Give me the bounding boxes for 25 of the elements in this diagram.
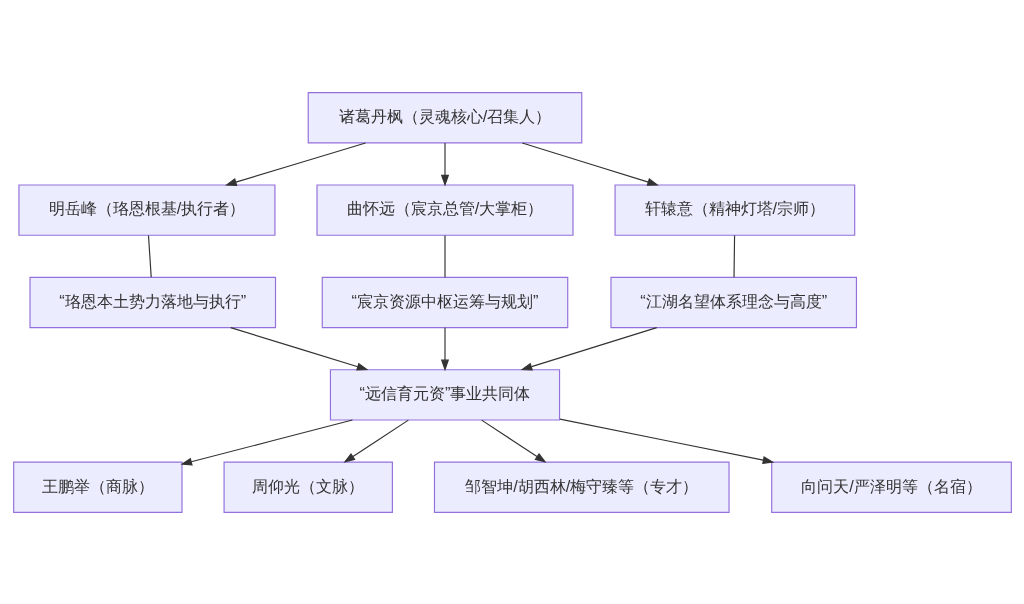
arrow [440,326,449,371]
node-box: “宸京资源中枢运筹与规划” [321,276,568,328]
node-box: 周仰光（文脉） [223,460,393,513]
arrow [521,141,659,186]
arrow [440,142,449,187]
arrow [179,418,353,466]
node-box: 曲怀远（宸京总管/大掌柜） [315,183,574,236]
node-box: “江湖名望体系理念与高度” [609,276,857,328]
node-box: “远信育元资”事业共同体 [329,368,560,421]
connector [732,234,735,278]
arrow [520,326,657,371]
node-box: “珞恩本土势力落地与执行” [28,276,276,328]
node-box: 王鹏举（商脉） [12,460,183,513]
arrow [558,418,774,464]
node-box: 明岳峰（珞恩根基/执行者） [17,183,275,236]
node-box: 诸葛丹枫（灵魂核心/召集人） [307,91,582,144]
node-box: 向问天/严泽明等（名宿） [770,460,1012,513]
arrow [480,419,546,463]
connector [443,234,446,278]
arrow [224,141,366,186]
node-box: 邹智坤/胡西林/梅守臻等（专才） [433,460,730,513]
arrow [229,326,368,371]
connector [147,234,152,278]
node-box: 轩辕意（精神灯塔/宗师） [614,183,855,236]
arrow [343,419,409,463]
